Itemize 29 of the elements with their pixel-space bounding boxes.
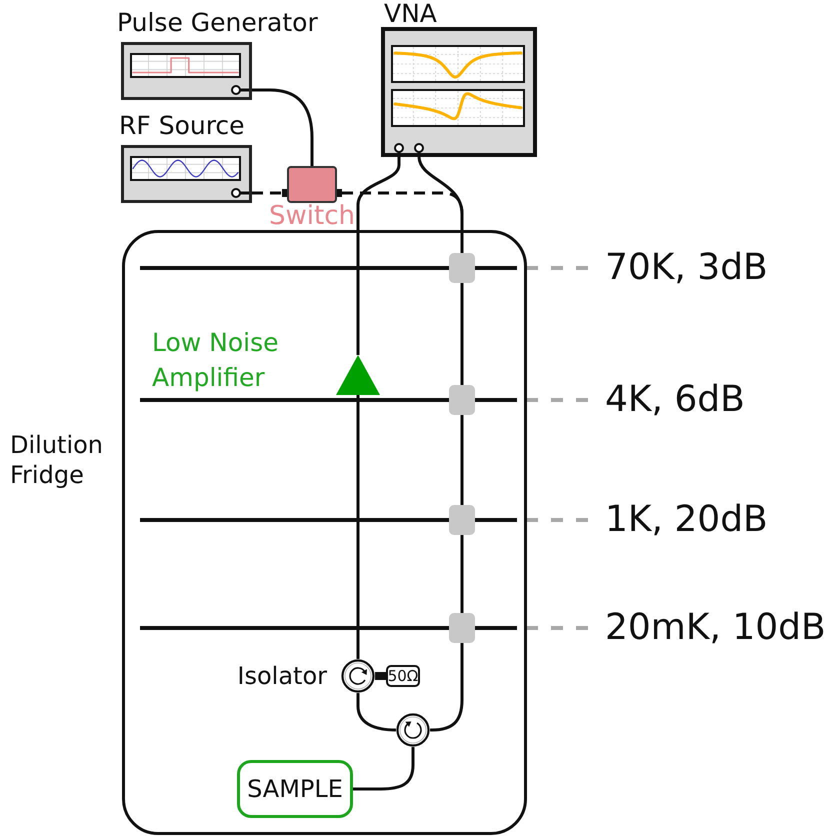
- instrument-label: VNA: [384, 0, 437, 28]
- cable: [356, 693, 396, 732]
- cable: [252, 88, 314, 166]
- stage-label: 4K, 6dB: [605, 379, 745, 421]
- attenuator-block: [449, 253, 475, 283]
- cable: [353, 747, 414, 790]
- sample-box: SAMPLE: [237, 760, 353, 818]
- thick-connector: [375, 672, 386, 680]
- cable: [460, 415, 464, 505]
- stage-label: 1K, 20dB: [605, 499, 768, 541]
- attenuator-block: [449, 385, 475, 415]
- stage-label: 20mK, 10dB: [605, 607, 826, 649]
- fridge-label: Dilution Fridge: [10, 430, 104, 490]
- load-terminator: 50Ω: [386, 665, 420, 687]
- attenuator-block: [449, 505, 475, 535]
- instrument-label: Pulse Generator: [117, 8, 318, 38]
- cable: [356, 395, 360, 659]
- switch-label: Switch: [269, 202, 355, 230]
- cable: [356, 157, 400, 355]
- amplifier-label: Low Noise Amplifier: [152, 327, 280, 394]
- attenuator-block: [449, 613, 475, 643]
- cable: [430, 643, 464, 732]
- stage-label: 70K, 3dB: [605, 247, 768, 289]
- cable: [460, 283, 464, 385]
- cable: [460, 535, 464, 613]
- dashed-cable: [252, 192, 282, 194]
- instrument-label: RF Source: [119, 111, 245, 141]
- cable: [418, 156, 464, 253]
- isolator-label: Isolator: [237, 661, 327, 691]
